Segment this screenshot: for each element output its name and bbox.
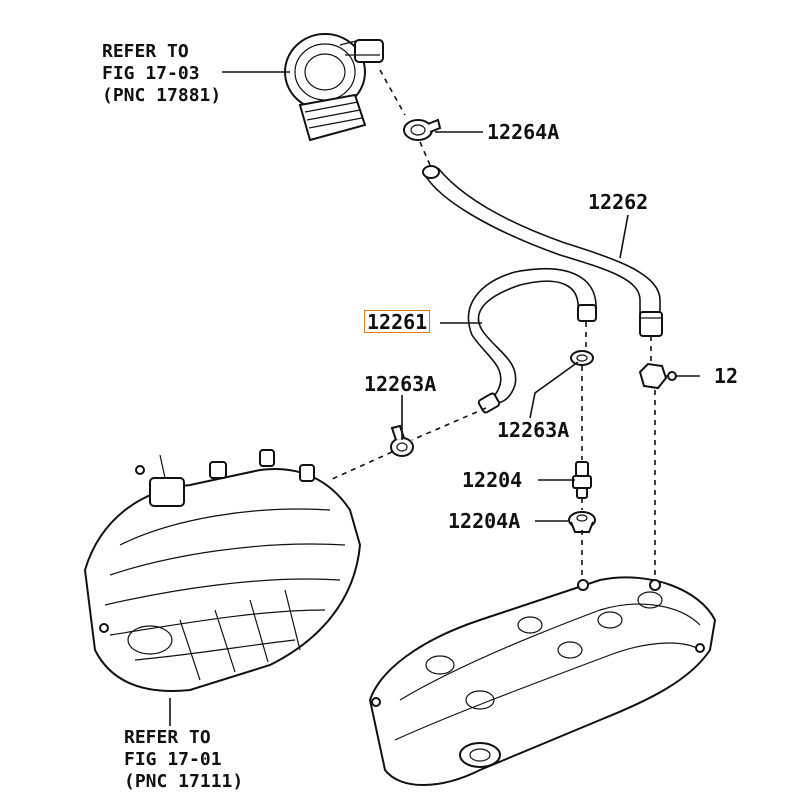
ref-bottom-line2: FIG 17-01 — [124, 749, 222, 770]
pcv-valve-12204 — [572, 461, 592, 499]
cylinder-head-cover — [368, 576, 717, 786]
part-12262-label[interactable]: 12262 — [588, 190, 649, 214]
part-12261-label[interactable]: 12261 — [364, 310, 431, 333]
part-12204A-label[interactable]: 12204A — [448, 509, 521, 533]
clamp-12263A-right — [570, 350, 594, 366]
throttle-body — [284, 33, 384, 142]
ref-bottom-line3: (PNC 17111) — [124, 771, 244, 792]
part-12204-label[interactable]: 12204 — [462, 468, 523, 492]
ref-bottom-line1: REFER TO — [124, 727, 211, 748]
leader-lines — [169, 71, 629, 726]
hose-12261 — [467, 267, 597, 414]
ref-top-line3: (PNC 17881) — [102, 85, 222, 106]
part-12263A-left-label[interactable]: 12263A — [364, 372, 437, 396]
fitting-right — [638, 362, 700, 390]
part-12-cut-label[interactable]: 12 — [714, 364, 739, 388]
ref-top-line1: REFER TO — [102, 41, 189, 62]
clamp-12264A — [403, 118, 442, 141]
ref-top-line2: FIG 17-03 — [102, 63, 200, 84]
part-12263A-right-label[interactable]: 12263A — [497, 418, 570, 442]
part-12264A-label[interactable]: 12264A — [487, 120, 560, 144]
hose-12262 — [422, 165, 663, 337]
grommet-12204A — [568, 511, 596, 533]
dashed-connectors — [329, 69, 656, 580]
intake-manifold — [83, 449, 362, 692]
